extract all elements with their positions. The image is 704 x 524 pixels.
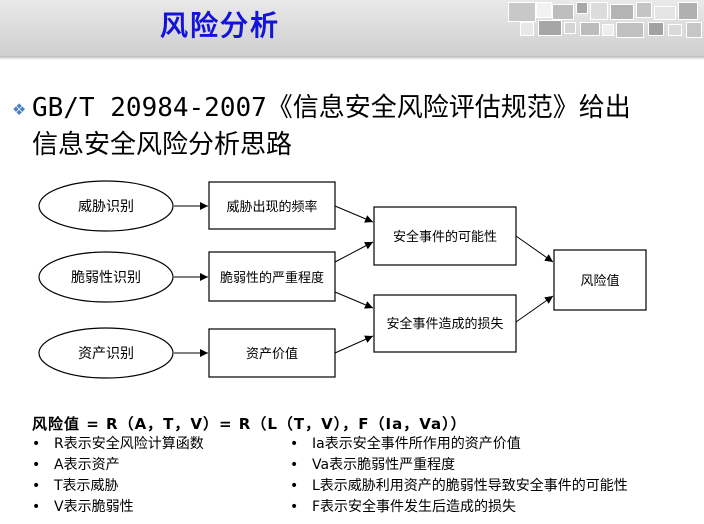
list-item: •Ia表示安全事件所作用的资产价值 (290, 436, 521, 452)
notes-right-list: •Ia表示安全事件所作用的资产价值 •Va表示脆弱性严重程度 •L表示威胁利用资… (290, 434, 628, 518)
box-vulnerability-severity: 脆弱性的严重程度 (208, 251, 336, 302)
diagram-connectors (174, 202, 554, 357)
list-item: •A表示资产 (32, 457, 120, 473)
arrow-value-to-loss (334, 335, 374, 354)
box-event-likelihood-label: 安全事件的可能性 (393, 229, 497, 245)
box-event-loss-label: 安全事件造成的损失 (386, 316, 503, 332)
ellipse-vulnerability: 脆弱性识别 (38, 251, 174, 303)
list-item: •V表示脆弱性 (32, 499, 134, 515)
heading-line-1: GB/T 20984-2007《信息安全风险评估规范》给出 (32, 93, 631, 123)
list-item: •F表示安全事件发生后造成的损失 (290, 499, 517, 515)
slide-heading: GB/T 20984-2007《信息安全风险评估规范》给出 信息安全风险分析思路 (32, 90, 692, 164)
ellipse-vulnerability-label: 脆弱性识别 (71, 269, 141, 286)
ellipse-asset: 资产识别 (38, 327, 174, 379)
arrow-loss-to-risk (515, 295, 554, 323)
box-vulnerability-severity-label: 脆弱性的严重程度 (220, 270, 324, 286)
notes-left-list: •R表示安全风险计算函数 •A表示资产 •T表示威胁 •V表示脆弱性 (32, 434, 204, 518)
box-threat-frequency-label: 威胁出现的频率 (226, 199, 317, 215)
heading-line-2: 信息安全风险分析思路 (32, 130, 293, 160)
arrow-likelihood-to-risk (515, 235, 554, 263)
ellipse-threat-label: 威胁识别 (78, 199, 134, 215)
risk-formula: 风险值 = R（A，T，V）= R（L（T，V），F（Ia，Va）） (32, 415, 467, 433)
list-item: •Va表示脆弱性严重程度 (290, 457, 456, 473)
box-threat-frequency: 威胁出现的频率 (208, 181, 336, 230)
list-item: •T表示威胁 (32, 478, 119, 494)
arrow-severity-to-likelihood (334, 241, 374, 263)
ellipse-threat: 威胁识别 (38, 180, 174, 232)
box-asset-value-label: 资产价值 (246, 346, 298, 362)
slide-header: 风险分析 (0, 0, 704, 56)
list-item: •R表示安全风险计算函数 (32, 436, 204, 452)
box-event-likelihood: 安全事件的可能性 (373, 206, 517, 266)
box-event-loss: 安全事件造成的损失 (373, 294, 517, 353)
box-risk-value-label: 风险值 (580, 273, 619, 289)
header-divider (0, 56, 704, 60)
slide-title: 风险分析 (159, 9, 280, 42)
box-risk-value: 风险值 (553, 249, 647, 311)
ellipse-asset-label: 资产识别 (78, 346, 134, 362)
list-item: •L表示威胁利用资产的脆弱性导致安全事件的可能性 (290, 478, 628, 494)
arrow-severity-to-loss (334, 291, 374, 309)
diamond-cluster-icon: ❖ (12, 100, 27, 119)
box-asset-value: 资产价值 (208, 328, 336, 378)
arrow-frequency-to-likelihood (334, 205, 374, 223)
